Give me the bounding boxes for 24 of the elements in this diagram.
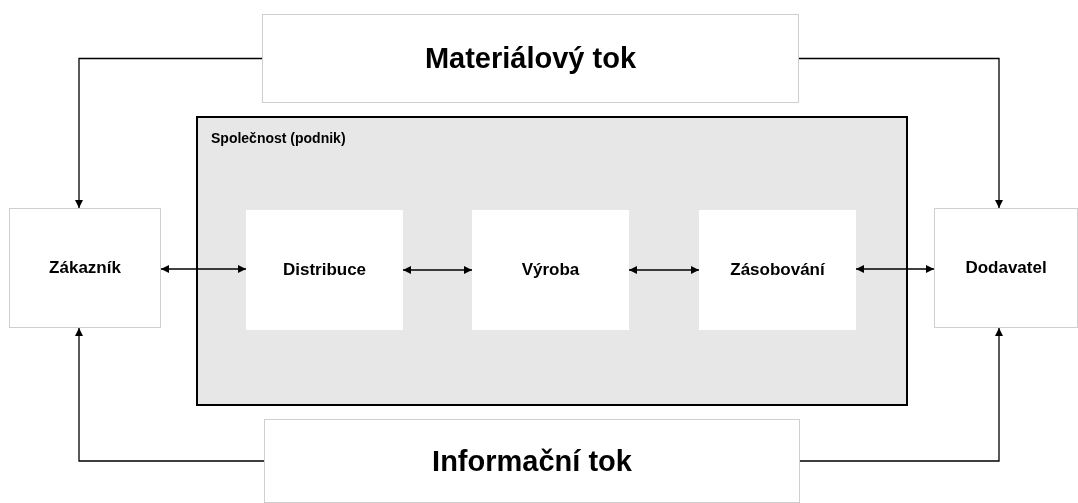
node-label: Zákazník — [49, 258, 121, 278]
node-label: Distribuce — [282, 260, 367, 280]
arrow — [628, 266, 700, 274]
arrow — [75, 57, 263, 209]
arrow — [798, 57, 1003, 209]
container-label: Společnost (podnik) — [211, 130, 346, 146]
node-label: Zásobování — [730, 260, 825, 280]
arrow — [402, 266, 473, 274]
process-box — [699, 210, 856, 330]
process-box — [9, 208, 161, 328]
node-label: Výroba — [521, 260, 580, 280]
arrow — [160, 265, 247, 273]
arrow — [855, 265, 935, 273]
node-label: Dodavatel — [965, 258, 1047, 278]
process-box — [934, 208, 1078, 328]
flow-box — [262, 14, 799, 103]
arrow — [75, 327, 265, 462]
node-label: Informační tok — [432, 444, 632, 478]
arrow — [799, 327, 1003, 462]
company-container — [196, 116, 908, 406]
process-box — [246, 210, 403, 330]
flow-box — [264, 419, 800, 503]
node-label: Materiálový tok — [424, 42, 637, 75]
process-box — [472, 210, 629, 330]
